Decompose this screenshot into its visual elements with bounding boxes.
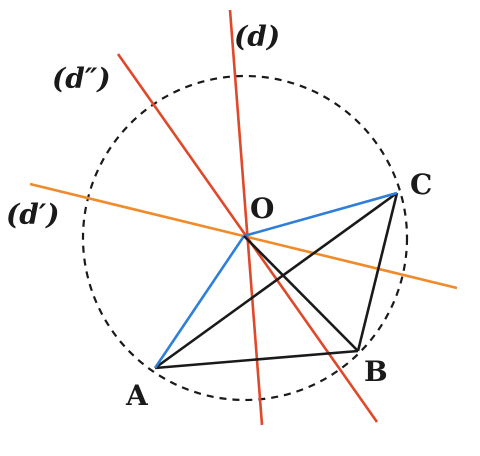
- side-ab: [154, 349, 359, 370]
- label-point-c: C: [410, 168, 432, 201]
- radius-oc: [243, 191, 398, 238]
- circumcircle: [81, 74, 409, 402]
- side-ac: [154, 191, 398, 370]
- label-point-o: O: [250, 192, 274, 225]
- segment-ob: [243, 235, 359, 352]
- radius-oa: [153, 235, 246, 369]
- line-d: [228, 9, 264, 426]
- label-line-d: (d): [234, 20, 280, 53]
- label-line-d-double-prime: (d″): [52, 62, 111, 95]
- label-point-b: B: [364, 355, 388, 388]
- label-line-d-prime: (d′): [6, 198, 59, 231]
- side-bc: [356, 192, 399, 352]
- label-point-a: A: [125, 379, 149, 412]
